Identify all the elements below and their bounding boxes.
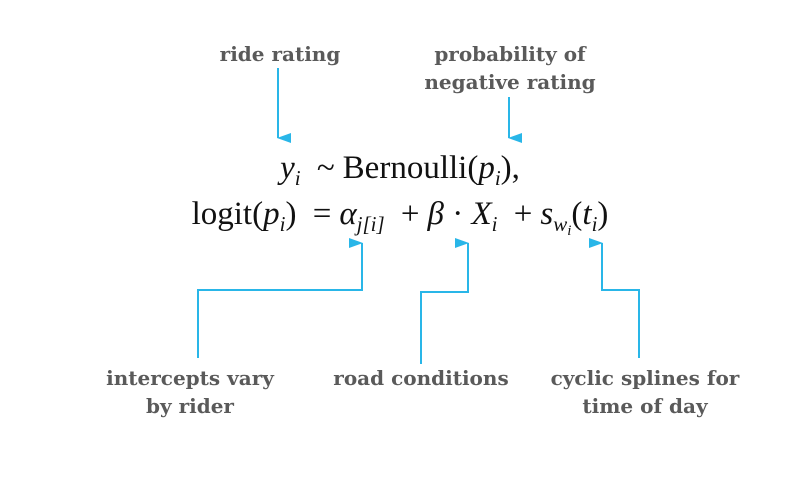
equation-line-2: logit(pi) =αj[i] +β · Xi +swi(ti) — [0, 194, 800, 239]
label-splines-line1: cyclic splines for — [550, 366, 740, 390]
eq-p1: p — [478, 150, 495, 186]
eq-t-close: ) — [597, 196, 609, 232]
eq-t: t — [582, 196, 592, 232]
eq-alpha-sub: j[i] — [356, 212, 385, 236]
label-splines-line2: time of day — [582, 394, 708, 418]
label-intercepts: intercepts vary by rider — [90, 364, 290, 420]
eq-X-sub: i — [491, 212, 498, 236]
label-ride-rating-text: ride rating — [219, 42, 341, 66]
eq-X: X — [471, 196, 492, 232]
equation-line-1: yi ~Bernoulli(pi), — [0, 148, 800, 190]
label-intercepts-line1: intercepts vary — [106, 366, 274, 390]
eq-tilde: ~ — [316, 150, 335, 186]
label-probability-line2: negative rating — [424, 70, 596, 94]
eq-close1: ), — [500, 150, 520, 186]
arrow-road-conditions — [420, 238, 469, 364]
eq-s-sub: w — [553, 212, 568, 236]
eq-t-open: ( — [571, 196, 583, 232]
eq-dot: · — [452, 196, 464, 232]
arrow-intercepts — [197, 238, 363, 358]
eq-close2: ) — [285, 196, 297, 232]
eq-plus1: + — [400, 196, 420, 232]
eq-p2: p — [263, 196, 280, 232]
label-splines: cyclic splines for time of day — [535, 364, 755, 420]
arrow-splines — [589, 238, 640, 358]
eq-y: y — [280, 150, 295, 186]
eq-plus2: + — [513, 196, 533, 232]
eq-logit: logit( — [191, 196, 264, 232]
label-road-conditions: road conditions — [318, 364, 524, 392]
eq-bernoulli: Bernoulli( — [342, 150, 479, 186]
eq-s: s — [540, 196, 554, 232]
label-probability: probability of negative rating — [400, 40, 620, 96]
eq-beta: β — [427, 196, 444, 232]
eq-alpha: α — [339, 196, 357, 232]
label-road-conditions-text: road conditions — [333, 366, 509, 390]
label-ride-rating: ride rating — [200, 40, 360, 68]
eq-equals: = — [312, 196, 332, 232]
eq-y-sub: i — [294, 166, 301, 190]
eq-t-sub: i — [591, 212, 598, 236]
label-intercepts-line2: by rider — [146, 394, 234, 418]
eq-p1-sub: i — [494, 166, 501, 190]
eq-p2-sub: i — [279, 212, 286, 236]
eq-s-subsub: i — [567, 223, 572, 239]
label-probability-line1: probability of — [434, 42, 586, 66]
